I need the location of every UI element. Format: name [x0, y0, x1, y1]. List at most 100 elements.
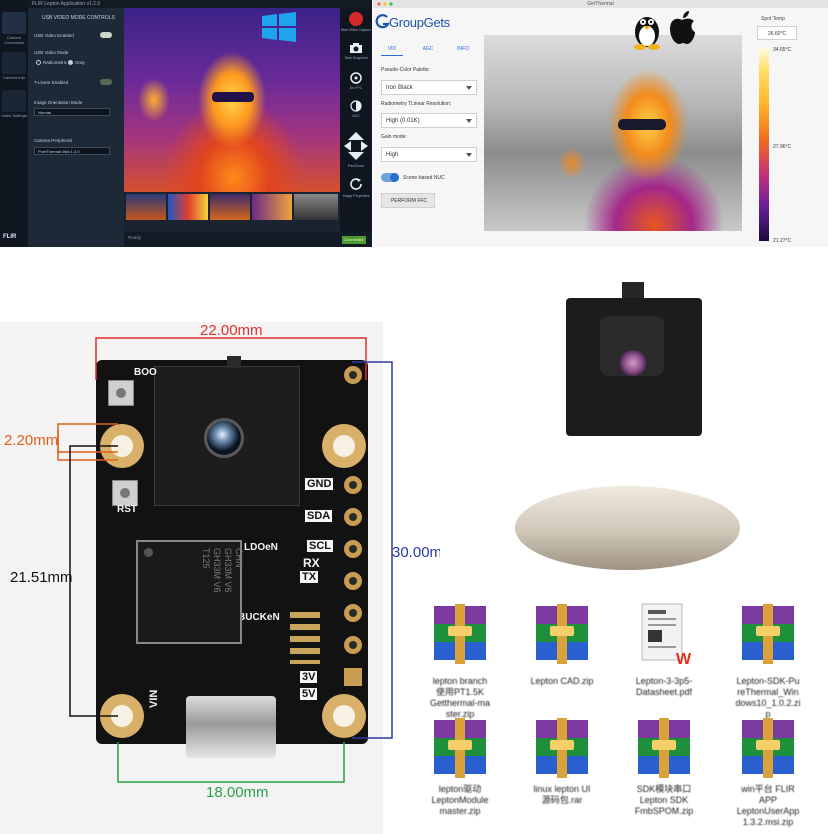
toolbar-label: AGC — [352, 114, 360, 118]
tlinear-toggle[interactable] — [100, 79, 112, 85]
rar-archive-icon — [638, 718, 690, 778]
silk-sda: SDA — [305, 510, 333, 522]
nav-camera-info-button[interactable] — [2, 52, 26, 74]
gain-mode-value: High — [386, 152, 399, 158]
palette-thumbnail[interactable] — [294, 194, 338, 220]
radio-radiometric-label: Radiometric — [43, 60, 68, 65]
file-item[interactable]: SDK模块串口 Lepton SDK FmbSPOM.zip — [618, 714, 710, 834]
radio-gray-label: Gray — [75, 60, 85, 65]
gain-mode-select[interactable]: High — [381, 147, 477, 162]
nav-camera-connection-button[interactable] — [2, 12, 26, 34]
image-orientation-select[interactable]: Normal — [34, 108, 110, 116]
ffc-icon[interactable] — [349, 72, 363, 84]
file-name: lepton branch 使用PT1.5K Getthermal-ma ste… — [429, 676, 491, 719]
status-text: Ready — [128, 235, 142, 240]
coin-for-scale — [515, 486, 740, 570]
header-pad — [344, 604, 362, 622]
usb-video-enabled-toggle[interactable] — [100, 32, 112, 38]
apple-logo-icon — [670, 11, 695, 44]
toolbar-label: Image Properties — [342, 194, 370, 198]
silk-3v: 3V — [300, 671, 318, 683]
palette-thumbnail[interactable] — [126, 194, 166, 220]
silk-boot: BOO — [134, 367, 157, 378]
palette-select[interactable]: Iron Black — [381, 80, 477, 95]
chip-marking: CHN GH33M V6 GH33M V6 T125 — [201, 548, 244, 593]
file-item[interactable]: win平台 FLIR APP LeptonUserApp 1.3.2.msi.z… — [722, 714, 814, 834]
scale-mid-label: 27.96°C — [773, 144, 792, 150]
toolbar-label: Pan/Zoom — [347, 164, 365, 168]
connection-status-badge: Connected — [342, 236, 366, 244]
lepton-module-flex-tab — [622, 282, 644, 300]
pdf-document-icon: W — [641, 603, 692, 668]
record-icon[interactable] — [349, 12, 363, 26]
radiometry-label: Radiometry TLinear Resolution: — [381, 101, 452, 107]
spot-temp-value-box: 26.60°C — [757, 26, 797, 40]
nav-item-label: Camera Info — [2, 75, 25, 80]
camera-peripheral-value: PureThermal Mini 1.3.0 — [38, 149, 80, 154]
agc-icon[interactable] — [349, 100, 363, 112]
socket-tab — [227, 356, 241, 368]
usb-c-connector — [186, 696, 276, 758]
silk-gnd: GND — [305, 478, 334, 490]
header-pad — [344, 572, 362, 590]
tab-info[interactable]: INFO — [457, 46, 469, 52]
radiometry-value: High (0.01K) — [386, 118, 420, 124]
radiometry-select[interactable]: High (0.01K) — [381, 113, 477, 128]
rar-archive-icon — [742, 718, 794, 778]
tab-agc[interactable]: AGC — [422, 46, 434, 52]
toolbar-label: Start Video Capture — [340, 28, 372, 32]
flir-window-title: FLIR Lepton Application v1.2.0 — [32, 1, 101, 7]
camera-snapshot-icon[interactable] — [349, 42, 363, 54]
toolbar-label: Take Snapshot — [344, 56, 368, 60]
file-item[interactable]: linux lepton UI 源码包.rar — [516, 714, 608, 834]
chevron-down-icon — [466, 119, 472, 123]
nav-video-settings-button[interactable] — [2, 90, 26, 112]
file-item[interactable]: W Lepton-3-3p5- Datasheet.pdf — [618, 600, 710, 720]
file-name: Lepton-SDK-Pu reThermal_Win dows10_1.0.2… — [735, 676, 801, 719]
svg-text:W: W — [676, 651, 692, 668]
radio-gray[interactable] — [68, 60, 73, 65]
silk-bucken: BUCKeN — [238, 612, 280, 623]
pan-zoom-arrows-icon[interactable] — [344, 132, 368, 160]
thermal-figure-sunglasses — [212, 92, 254, 102]
gt-title-bar — [373, 0, 828, 8]
chevron-down-icon — [466, 86, 472, 90]
file-item[interactable]: lepton branch 使用PT1.5K Getthermal-ma ste… — [414, 600, 506, 720]
flir-status-bar: Ready — [124, 232, 372, 247]
silk-rst: RST — [117, 504, 137, 515]
silk-tx: TX — [300, 571, 319, 583]
lepton-lens — [618, 350, 648, 376]
palette-label: Pseudo-Color Palette: — [381, 67, 430, 73]
file-name: SDK模块串口 Lepton SDK FmbSPOM.zip — [634, 784, 694, 816]
file-name: lepton驱动 LeptonModule master.zip — [431, 784, 489, 816]
palette-thumbnail[interactable] — [168, 194, 208, 220]
toolbar-label: Do FFC — [349, 86, 363, 90]
image-orientation-label: Image Orientation Mode — [34, 100, 83, 105]
lepton-lens — [204, 418, 244, 458]
dim-width-bottom: 18.00mm — [206, 784, 269, 801]
flir-logo: FLIR — [3, 234, 17, 240]
palette-thumbnail[interactable] — [210, 194, 250, 220]
radio-radiometric[interactable] — [36, 60, 41, 65]
scene-nuc-switch[interactable] — [381, 173, 399, 182]
mount-hole — [322, 694, 366, 738]
spot-temp-value: 26.60°C — [767, 31, 787, 37]
silk-scl: SCL — [307, 540, 333, 552]
file-name: win平台 FLIR APP LeptonUserApp 1.3.2.msi.z… — [736, 784, 800, 827]
palette-thumbnail[interactable] — [252, 194, 292, 220]
header-pad-square — [344, 668, 362, 686]
chip-pin1-dot — [144, 548, 153, 557]
dim-width-top: 22.00mm — [200, 322, 263, 339]
file-item[interactable]: Lepton CAD.zip — [516, 600, 608, 720]
perform-ffc-button[interactable]: PERFORM FFC — [381, 193, 435, 208]
tab-vid[interactable]: VID — [381, 46, 403, 56]
header-pad — [344, 508, 362, 526]
camera-peripheral-select[interactable]: PureThermal Mini 1.3.0 — [34, 147, 110, 155]
file-name: linux lepton UI 源码包.rar — [533, 784, 591, 805]
window-controls[interactable] — [377, 2, 397, 6]
spot-temp-label: Spot Temp — [761, 16, 785, 22]
header-pad — [344, 476, 362, 494]
file-item[interactable]: Lepton-SDK-Pu reThermal_Win dows10_1.0.2… — [722, 600, 814, 720]
file-item[interactable]: lepton驱动 LeptonModule master.zip — [414, 714, 506, 834]
refresh-icon[interactable] — [349, 178, 363, 190]
